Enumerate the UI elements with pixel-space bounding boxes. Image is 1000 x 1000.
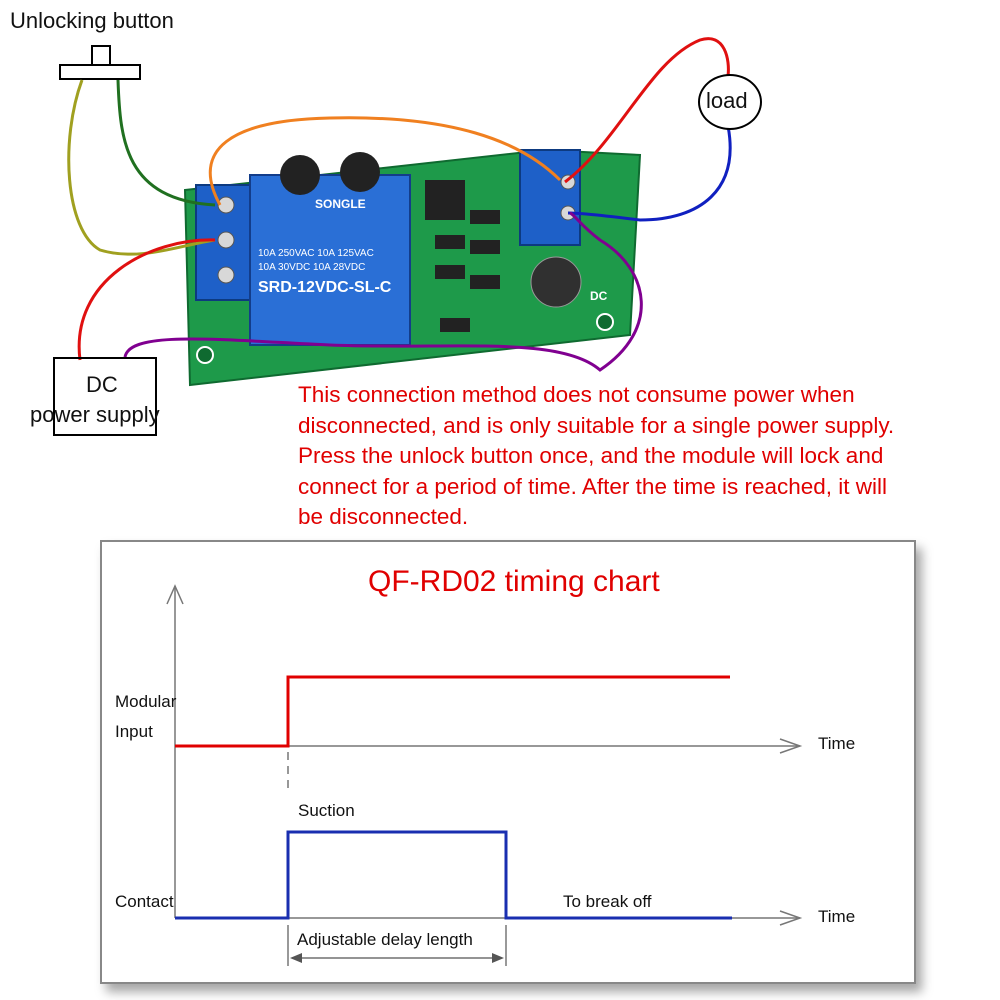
red-wire-power [77, 238, 216, 361]
note-line: connect for a period of time. After the … [298, 473, 888, 499]
time-label-top: Time [818, 734, 856, 753]
input-signal-line [175, 675, 730, 748]
chart-title: QF-RD02 timing chart [368, 565, 660, 598]
contact-signal-line [175, 830, 732, 920]
delay-arrow-right [492, 953, 504, 963]
input-label-line1: Modular [115, 692, 177, 711]
relay-brand-text: SONGLE [315, 197, 366, 211]
suction-label: Suction [298, 801, 355, 820]
power-supply-box [53, 357, 157, 436]
orange-wire [208, 116, 562, 206]
timing-chart-frame [100, 540, 916, 984]
relay-rating-2: 10A 30VDC 10A 28VDC [258, 262, 365, 273]
relay-rating-1: 10A 250VAC 10A 125VAC [258, 248, 374, 259]
ic-chip [425, 180, 465, 220]
wiring-diagram: SONGLE 10A 250VAC 10A 125VAC 10A 30VDC 1… [59, 37, 732, 387]
green-wire [116, 79, 216, 207]
board-dc-text: DC [590, 289, 608, 303]
blue-wire-load [567, 125, 732, 222]
output-terminal-block [519, 149, 581, 246]
unlock-button-label: Unlocking button [10, 8, 174, 33]
break-label: To break off [563, 892, 652, 911]
red-wire-load [564, 37, 730, 184]
load-symbol [698, 74, 762, 130]
note-line: This connection method does not consume … [298, 382, 855, 407]
unlock-button-symbol [59, 45, 141, 80]
load-label: load [706, 88, 748, 113]
delay-arrow-left [290, 953, 302, 963]
relay-model-text: SRD-12VDC-SL-C [258, 279, 392, 296]
relay-module-board: SONGLE 10A 250VAC 10A 125VAC 10A 30VDC 1… [183, 148, 642, 387]
contact-label: Contact [115, 892, 174, 911]
contact-time-axis-arrow [779, 910, 803, 926]
power-supply-label-line2: power supply [30, 402, 160, 427]
power-supply-label-line1: DC [86, 372, 118, 397]
note-line: disconnected, and is only suitable for a… [298, 412, 895, 438]
delay-label: Adjustable delay length [297, 930, 473, 949]
time-label-bottom: Time [818, 907, 856, 926]
yellow-wire [67, 79, 216, 256]
input-label-line2: Input [115, 722, 153, 741]
note-line: Press the unlock button once, and the mo… [298, 443, 884, 468]
input-time-axis-arrow [779, 738, 803, 754]
vertical-axis-arrow [166, 584, 184, 605]
purple-wire-power [123, 211, 643, 372]
capacitor [530, 256, 582, 308]
note-line: be disconnected. [298, 504, 469, 529]
connection-note: This connection method does not consume … [298, 380, 998, 533]
